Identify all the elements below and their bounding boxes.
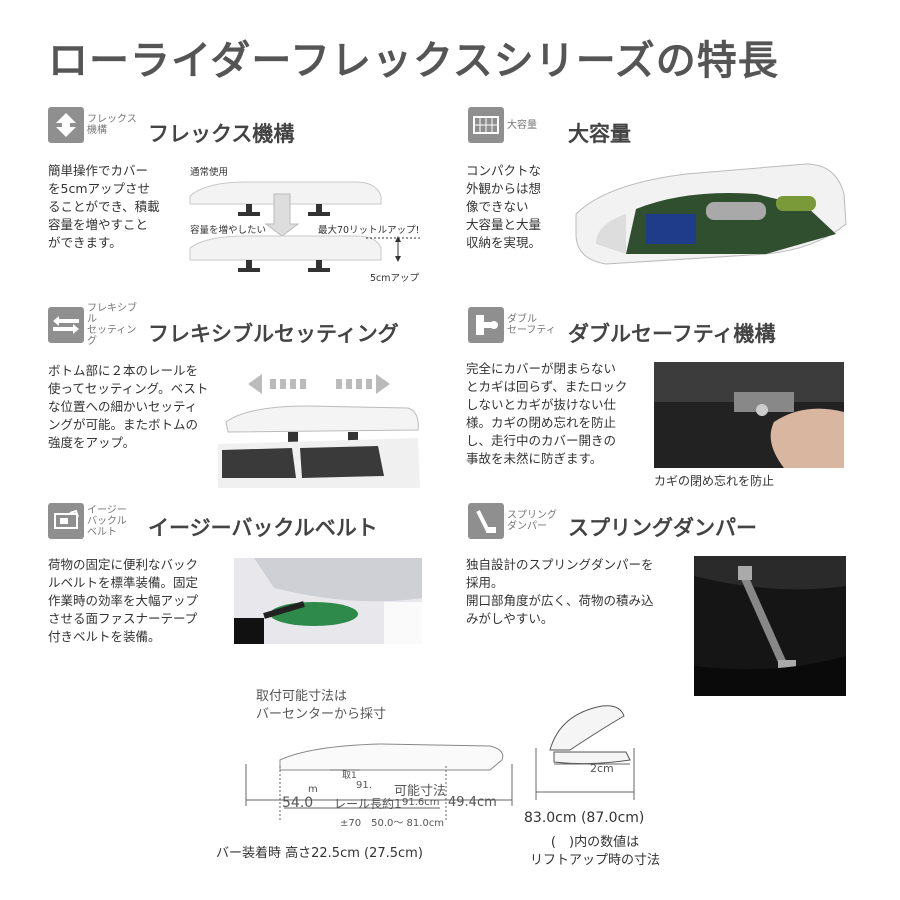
flexible-description: ボトム部に２本のレールを 使ってセッティング。ベスト な位置への細かいセッティ … [48, 363, 209, 450]
dim-small-label: 取1 [342, 771, 357, 781]
dimension-note: 取付可能寸法は バーセンターから採寸 [256, 689, 387, 722]
dim-rail: レール長約1 [334, 797, 402, 811]
flex-icon-label: フレックス 機構 [87, 114, 137, 136]
dim-front: 54.0 [282, 795, 314, 811]
capacity-description: コンパクトな 外観からは想 像できない 大容量と大量 収納を実現。 [466, 163, 542, 250]
flex-feature-icon: フレックス 機構 [48, 106, 142, 144]
safety-caption: カギの閉め忘れを防止 [654, 474, 775, 488]
spring-damper-icon [468, 503, 504, 539]
key-lock-icon [468, 307, 504, 343]
capacity-title: 大容量 [568, 122, 631, 146]
buckle-photo [234, 558, 422, 644]
flex-description: 簡単操作でカバー を5cmアップさせ ることができ、積載 容量を増やすこと がで… [48, 163, 160, 250]
capacity-icon-label: 大容量 [507, 119, 537, 131]
dim-width: 83.0cm (87.0cm) [524, 810, 645, 826]
dim-rail-value: 91.6cm [402, 797, 440, 808]
flex-label-normal: 通常使用 [190, 167, 229, 178]
flex-diagram [189, 181, 421, 272]
flexible-feature-icon: フレキシブル セッティング [48, 303, 142, 347]
buckle-title: イージーバックルベルト [148, 516, 378, 540]
dim-mid-label: 91. [356, 780, 372, 791]
grid-box-icon [468, 107, 504, 143]
dim-small-m: m [308, 784, 318, 795]
safety-feature-icon: ダブル セーフティ [468, 306, 562, 344]
safety-icon-label: ダブル セーフティ [507, 314, 556, 336]
flexible-photo [218, 374, 420, 488]
buckle-description: 荷物の固定に便利なバック ルベルトを標準装備。固定 作業時の効率を大幅アップ さ… [48, 557, 199, 644]
flex-label-max: 最大70リットルアップ! [318, 225, 420, 236]
page-title: ローライダーフレックスシリーズの特長 [48, 38, 779, 84]
safety-title: ダブルセーフティ機構 [568, 322, 776, 346]
damper-photo [694, 556, 846, 696]
front-dimension-diagram [535, 705, 635, 800]
damper-icon-label: スプリング ダンパー [507, 510, 557, 532]
flexible-icon-label: フレキシブル セッティング [87, 303, 137, 347]
dim-back: 49.4cm [448, 795, 497, 810]
flex-label-5cm: 5cmアップ [370, 273, 420, 284]
buckle-icon-label: イージー バックル ベルト [87, 504, 127, 538]
dim-lift-note: ( )内の数値は リフトアップ時の寸法 [530, 835, 661, 868]
damper-feature-icon: スプリング ダンパー [468, 502, 562, 540]
capacity-feature-icon: 大容量 [468, 106, 562, 144]
flex-label-increase: 容量を増やしたい [190, 225, 267, 236]
left-right-arrows-icon [48, 307, 84, 343]
safety-photo [654, 362, 844, 468]
flexible-title: フレキシブルセッティング [148, 322, 399, 346]
dim-mount-range: ±70 50.0～ 81.0cm [340, 818, 445, 829]
side-dimension-diagram [245, 743, 513, 820]
dim-depth: 2cm [590, 762, 614, 775]
dim-possible-label: 可能寸法 [394, 784, 447, 799]
up-down-arrow-icon [48, 107, 84, 143]
damper-title: スプリングダンパー [568, 516, 757, 540]
buckle-belt-icon [48, 503, 84, 539]
buckle-feature-icon: イージー バックル ベルト [48, 502, 142, 540]
flex-title: フレックス機構 [148, 122, 295, 146]
dim-height: バー装着時 高さ22.5cm (27.5cm) [216, 846, 423, 861]
safety-description: 完全にカバーが閉まらない とカギは回らず、またロック しないとカギが抜けない仕 … [466, 361, 628, 466]
damper-description: 独自設計のスプリングダンパーを 採用。 開口部角度が広く、荷物の積み込 みがしや… [466, 557, 654, 626]
capacity-photo [575, 163, 847, 265]
